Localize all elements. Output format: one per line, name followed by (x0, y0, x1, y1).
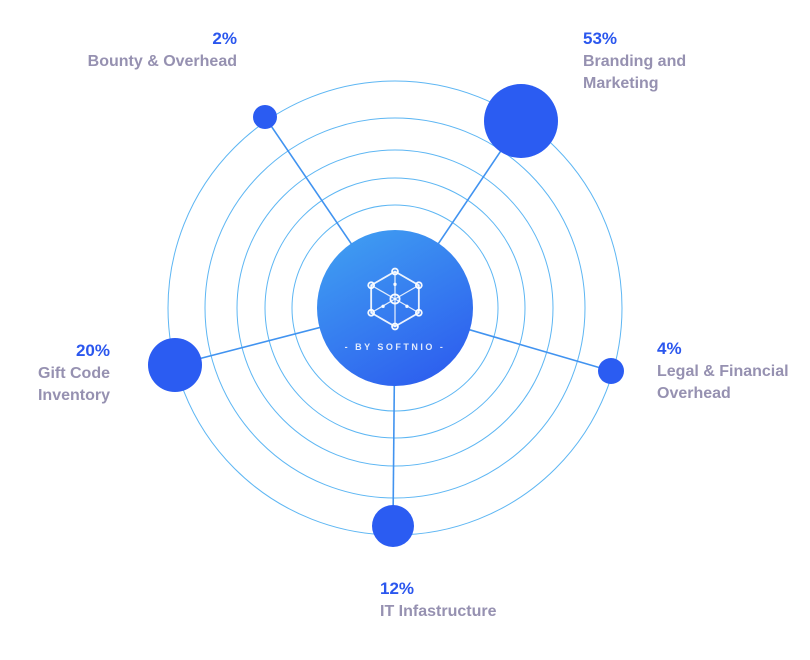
hexagon-nodes (367, 267, 423, 331)
node-dot-branding (484, 84, 558, 158)
orbit-ring-1 (291, 204, 499, 412)
node-percent-branding: 53% (583, 29, 618, 48)
node-percent-bounty: 2% (212, 29, 237, 48)
node-percent-legal: 4% (657, 339, 682, 358)
label-legal: 4% Legal & Financial Overhead (657, 338, 810, 405)
center-badge: - BY SOFTNIO - (317, 230, 473, 386)
orbit-ring-3 (236, 149, 554, 467)
orbit-ring-2 (264, 177, 526, 439)
node-name-bounty: Bounty & Overhead (87, 53, 237, 70)
node-dot-gift (148, 338, 202, 392)
node-percent-it: 12% (380, 579, 415, 598)
hexagon-wires (370, 271, 420, 327)
node-dot-it (372, 505, 414, 547)
label-it: 12% IT Infastructure (380, 578, 550, 623)
node-name-branding: Branding and Marketing (583, 53, 687, 92)
brand-label: - BY SOFTNIO - (344, 342, 446, 352)
node-name-legal: Legal & Financial Overhead (657, 363, 789, 402)
node-dots (148, 84, 624, 547)
node-dot-bounty (253, 105, 277, 129)
label-bounty: 2% Bounty & Overhead (47, 28, 237, 73)
label-branding: 53% Branding and Marketing (583, 28, 733, 95)
node-dot-legal (598, 358, 624, 384)
hex-network-icon (367, 267, 423, 331)
node-name-it: IT Infastructure (380, 603, 497, 620)
orbit-ring-4 (204, 117, 586, 499)
node-percent-gift: 20% (75, 341, 110, 360)
label-gift: 20% Gift Code Inventory (15, 340, 110, 407)
node-name-gift: Gift Code Inventory (37, 365, 110, 404)
